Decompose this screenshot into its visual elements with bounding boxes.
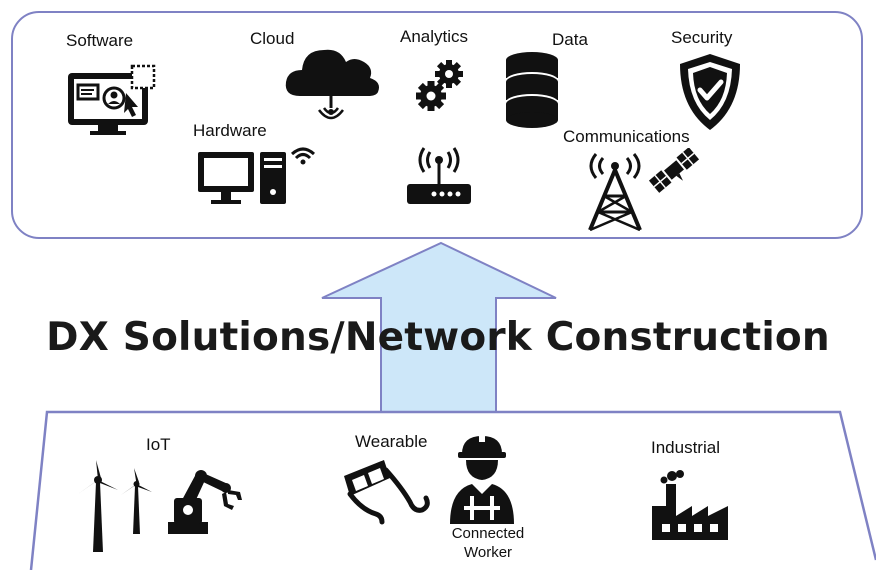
analytics-gears-icon [415, 58, 467, 114]
industrial-label: Industrial [651, 438, 720, 457]
database-icon [504, 50, 560, 130]
connected-worker-icon [442, 432, 522, 524]
security-label: Security [671, 28, 733, 47]
software-monitor-icon [66, 63, 158, 137]
iot-label: IoT [146, 435, 171, 454]
wearable-label: Wearable [355, 432, 428, 451]
satellite-icon [648, 148, 700, 193]
cloud-label: Cloud [250, 29, 295, 48]
connected-worker-line2: Worker [463, 544, 513, 561]
software-label: Software [66, 31, 134, 50]
hardware-computer-icon [196, 140, 320, 208]
communications-tower-icon [580, 148, 700, 232]
communications-label: Communications [563, 127, 690, 146]
hardware-label: Hardware [193, 121, 267, 140]
security-shield-icon [676, 52, 744, 132]
connected-worker-label: Connected Worker [438, 524, 538, 562]
cloud-icon [282, 40, 384, 126]
smart-glasses-icon [342, 458, 434, 528]
analytics-label: Analytics [400, 27, 469, 46]
wind-turbine-icon [74, 458, 158, 554]
connected-worker-line1: Connected [451, 525, 525, 542]
router-icon [404, 140, 474, 208]
factory-icon [650, 470, 732, 542]
data-label: Data [552, 30, 588, 49]
diagram-title: DX Solutions/Network Construction [46, 315, 830, 360]
robotic-arm-icon [166, 470, 248, 536]
